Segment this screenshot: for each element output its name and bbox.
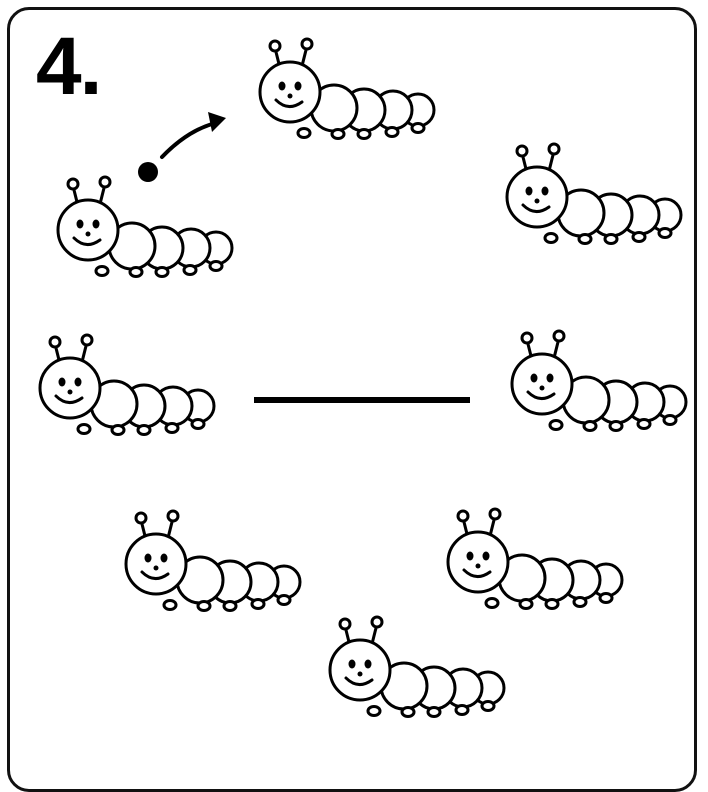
- exercise-number: 4.: [36, 21, 102, 112]
- arrow-icon: [160, 122, 214, 159]
- caterpillar-icon: [124, 509, 302, 612]
- caterpillar-icon: [510, 329, 688, 432]
- caterpillar-icon: [38, 333, 216, 436]
- caterpillar-icon: [505, 142, 683, 245]
- caterpillar-icon: [446, 507, 624, 610]
- caterpillar-icon: [258, 37, 436, 140]
- start-dot-icon: [138, 162, 158, 182]
- caterpillar-icon: [328, 615, 506, 718]
- arrow-head-icon: [208, 112, 226, 132]
- caterpillar-icon: [56, 175, 234, 278]
